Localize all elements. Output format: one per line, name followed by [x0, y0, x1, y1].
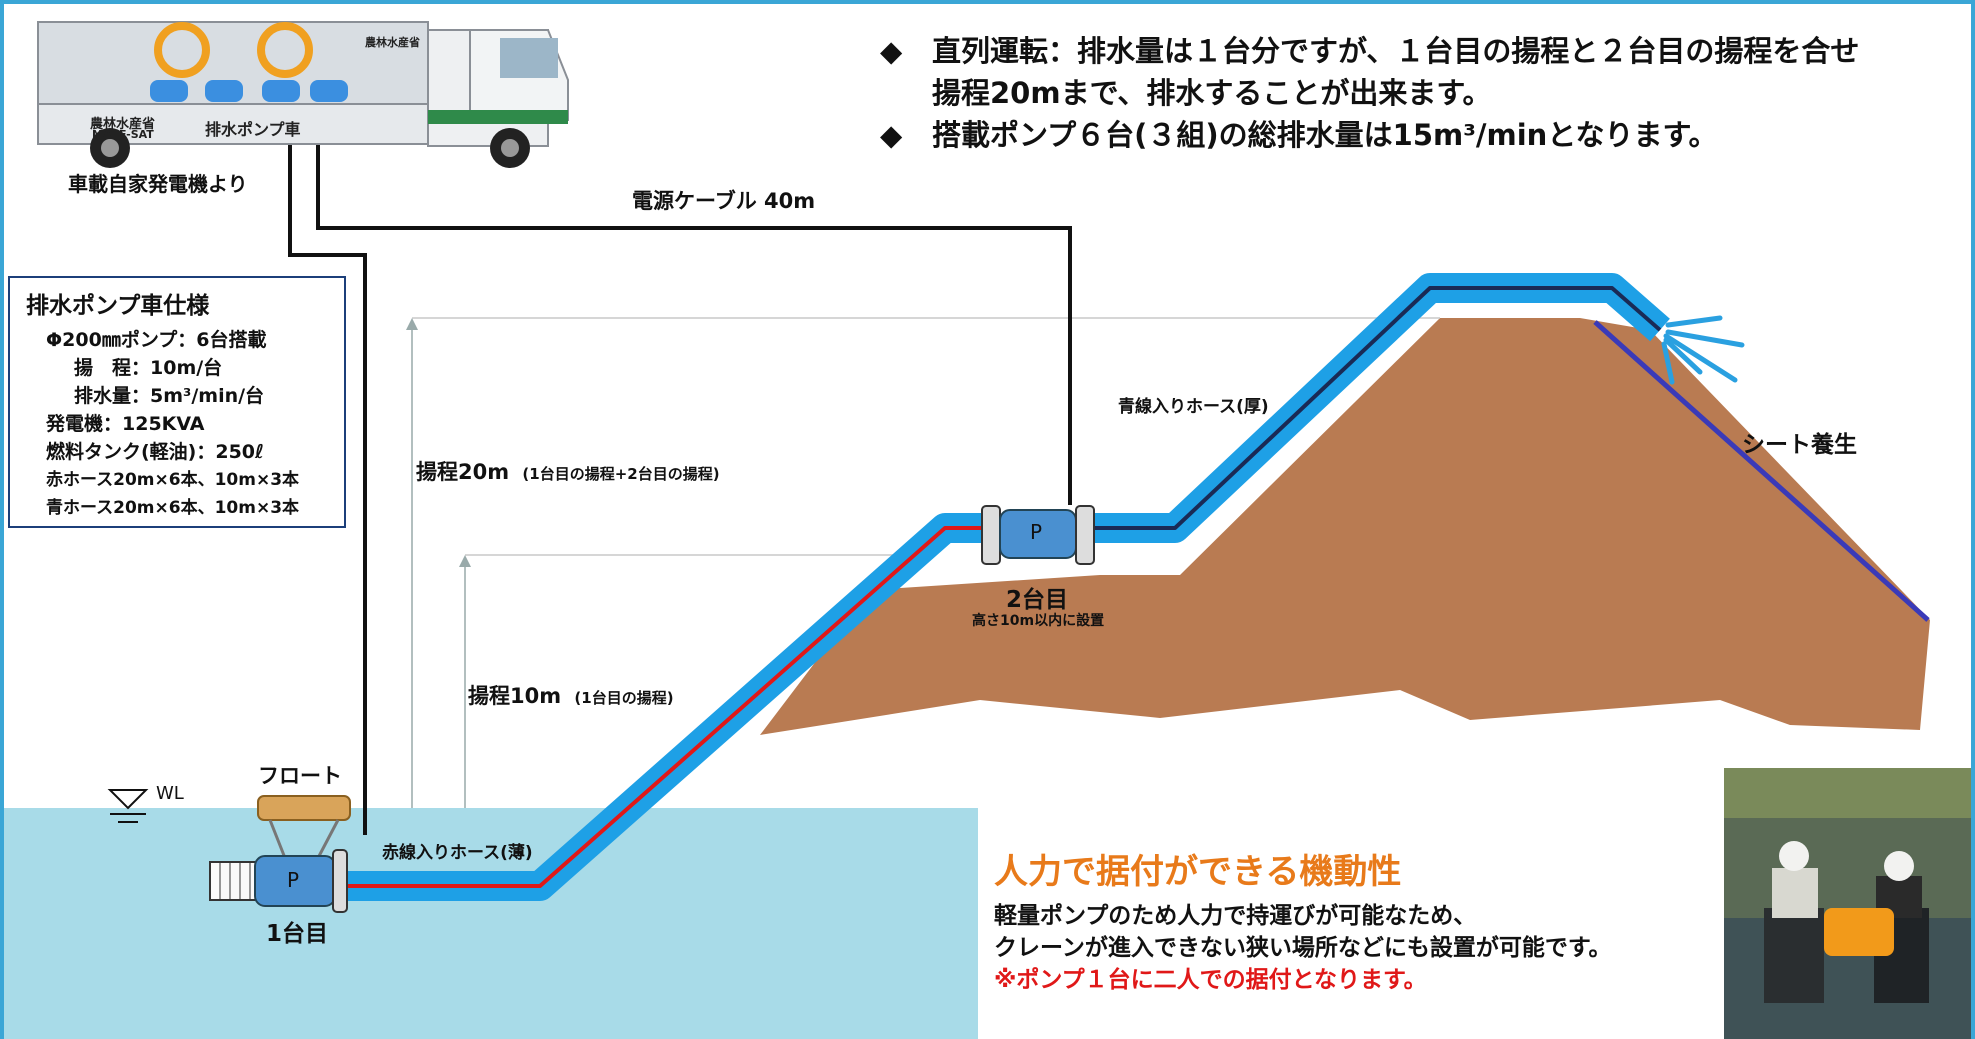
frame-edge-right	[1971, 0, 1975, 1039]
pump-2-letter: P	[1030, 520, 1043, 544]
power-cable-pump2	[316, 140, 1072, 505]
pump-1-letter: P	[287, 868, 300, 892]
bullet-item: ◆ 直列運転：排水量は１台分ですが、１台目の揚程と２台目の揚程を合せ	[880, 30, 1859, 72]
frame-edge-left	[0, 0, 4, 1039]
spec-line: 排水量：5m³/min/台	[74, 385, 265, 407]
red-hose-label: 赤線入りホース(薄)	[382, 843, 533, 863]
mobility-panel: 人力で据付ができる機動性 軽量ポンプのため人力で持運びが可能なため、 クレーンが…	[978, 800, 1718, 1039]
water-level-symbol	[107, 789, 149, 823]
power-cable-pump1	[288, 140, 367, 835]
red-hose-stripe	[340, 526, 985, 888]
head-20-note: (1台目の揚程+2台目の揚程)	[522, 465, 720, 483]
frame-edge-top	[0, 0, 1975, 4]
bullet-text-continued: 揚程20mまで、排水することが出来ます。	[932, 76, 1492, 110]
head-10-value: 揚程10m	[468, 684, 562, 708]
blue-hose-stripe	[1090, 286, 1662, 530]
spec-line: 青ホース20m×6本、10m×3本	[46, 498, 300, 518]
water-spray	[1661, 315, 1745, 385]
truck-side-label-sub: MAFF-SAT	[92, 128, 154, 141]
embankment	[760, 318, 1930, 735]
head-10-label: 揚程10m (1台目の揚程)	[468, 680, 674, 710]
water-level-label: WL	[156, 783, 184, 804]
head-10-arrowhead	[459, 555, 471, 567]
installation-photo	[1724, 768, 1975, 1039]
pump-2-name: 2台目	[1006, 587, 1069, 613]
head-20-label: 揚程20m (1台目の揚程+2台目の揚程)	[416, 456, 720, 486]
sheet-protection-line	[1593, 320, 1930, 622]
pump-2-note: 高さ10m以内に設置	[972, 613, 1105, 629]
mobility-line: 軽量ポンプのため人力で持運びが可能なため、	[994, 903, 1477, 929]
mobility-note: ※ポンプ１台に二人での据付となります。	[994, 967, 1427, 993]
spec-line: 赤ホース20m×6本、10m×3本	[46, 470, 300, 490]
truck-roof-label: 農林水産省	[365, 36, 420, 49]
head-20-arrowhead	[406, 318, 418, 330]
truck-side-label-main: 排水ポンプ車	[205, 120, 301, 139]
bullet-text: 直列運転：排水量は１台分ですが、１台目の揚程と２台目の揚程を合せ	[932, 34, 1860, 68]
head-10-note: (1台目の揚程)	[574, 689, 674, 707]
spec-line: 発電機：125KVA	[46, 413, 205, 435]
sheet-label: シート養生	[1742, 432, 1857, 458]
pump-truck	[37, 21, 569, 168]
water-body	[0, 808, 980, 1039]
mobility-heading: 人力で据付ができる機動性	[994, 852, 1402, 892]
spec-box: 排水ポンプ車仕様 Φ200㎜ポンプ：6台搭載 揚 程：10m/台 排水量：5m³…	[8, 276, 346, 528]
mobility-line: クレーンが進入できない狭い場所などにも設置が可能です。	[994, 935, 1612, 961]
pump-2	[981, 505, 1095, 565]
diamond-bullet-icon: ◆	[880, 34, 903, 68]
float-label: フロート	[258, 764, 342, 788]
diamond-bullet-icon: ◆	[880, 118, 903, 152]
head-20-value: 揚程20m	[416, 460, 510, 484]
spec-title: 排水ポンプ車仕様	[26, 293, 210, 319]
pump-1-name: 1台目	[266, 921, 329, 947]
pump-1	[209, 849, 348, 913]
bullet-item: ◆ 搭載ポンプ６台(３組)の総排水量は15m³/minとなります。	[880, 114, 1859, 156]
truck-side-label-top: 農林水産省	[90, 117, 156, 132]
feature-bullets: ◆ 直列運転：排水量は１台分ですが、１台目の揚程と２台目の揚程を合せ 揚程20m…	[880, 30, 1859, 156]
spec-line: 揚 程：10m/台	[74, 357, 223, 379]
power-source-label: 車載自家発電機より	[68, 172, 248, 196]
spec-line: 燃料タンク(軽油)：250ℓ	[46, 441, 264, 463]
cable-label: 電源ケーブル 40m	[632, 189, 816, 213]
blue-hose-label: 青線入りホース(厚)	[1118, 397, 1269, 417]
spec-line: Φ200㎜ポンプ：6台搭載	[46, 329, 267, 351]
bullet-text: 搭載ポンプ６台(３組)の総排水量は15m³/minとなります。	[932, 118, 1718, 152]
float	[257, 795, 351, 821]
